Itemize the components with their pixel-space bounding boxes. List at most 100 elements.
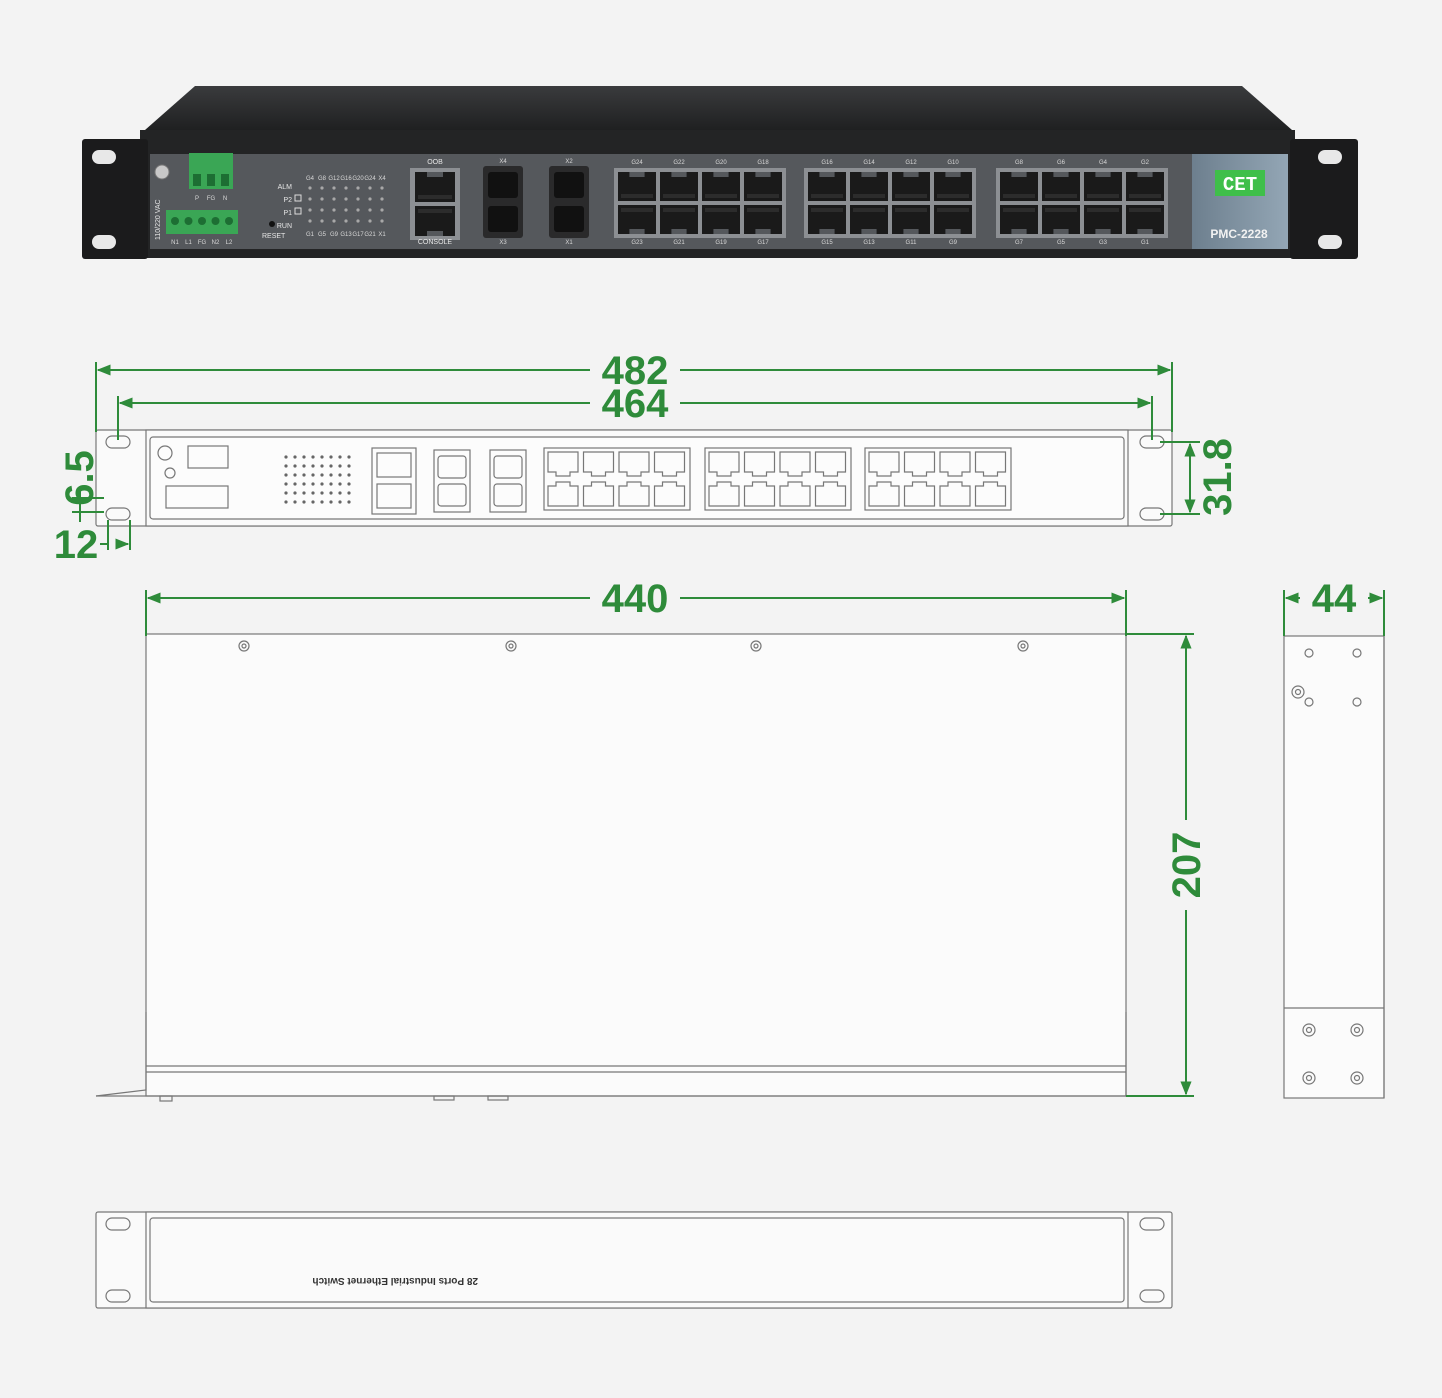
- reset-button[interactable]: [269, 221, 275, 227]
- port-led: [308, 208, 312, 212]
- ethernet-port[interactable]: [1084, 205, 1122, 234]
- ethernet-port[interactable]: [660, 172, 698, 201]
- port-bottom-label: G15: [821, 240, 833, 246]
- led-column-top-label: G8: [318, 176, 327, 182]
- led-column-bottom-label: G1: [306, 232, 315, 238]
- port-led: [380, 208, 384, 212]
- port-top-label: G10: [947, 160, 959, 166]
- ethernet-port[interactable]: [618, 205, 656, 234]
- led-label: RUN: [277, 223, 292, 230]
- terminal-pin: [207, 174, 215, 186]
- ethernet-port[interactable]: [892, 172, 930, 201]
- ethernet-port[interactable]: [850, 172, 888, 201]
- port-led: [380, 186, 384, 190]
- power-terminal-label: L2: [226, 240, 233, 246]
- ethernet-port[interactable]: [660, 205, 698, 234]
- power-terminal-label: N1: [171, 240, 179, 246]
- led-column-top-label: G24: [364, 176, 376, 182]
- sfp-top-label: X4: [499, 159, 507, 165]
- rack-ear-left: [82, 139, 148, 259]
- port-bottom-label: G1: [1141, 240, 1150, 246]
- port-bottom-label: G3: [1099, 240, 1108, 246]
- ethernet-port[interactable]: [1126, 172, 1164, 201]
- ethernet-port[interactable]: [702, 172, 740, 201]
- alarm-terminal-label: P: [195, 196, 199, 202]
- status-led: [294, 207, 302, 215]
- port-led: [332, 186, 336, 190]
- port-top-label: G4: [1099, 160, 1108, 166]
- ethernet-port[interactable]: [744, 172, 782, 201]
- port-led: [344, 219, 348, 223]
- ethernet-port[interactable]: [808, 205, 846, 234]
- sfp-top-label: X2: [565, 159, 573, 165]
- port-bottom-label: G17: [757, 240, 769, 246]
- dim-hole-spacing: 464: [602, 382, 669, 426]
- sfp-slot[interactable]: [554, 172, 584, 198]
- port-led: [308, 197, 312, 201]
- ethernet-port[interactable]: [1042, 172, 1080, 201]
- ethernet-port[interactable]: [892, 205, 930, 234]
- brand-logo: CET: [1223, 174, 1257, 196]
- ethernet-port[interactable]: [702, 205, 740, 234]
- led-column-top-label: G20: [352, 176, 364, 182]
- port-bottom-label: G23: [631, 240, 643, 246]
- power-terminal-label: L1: [185, 240, 192, 246]
- port-top-label: G22: [673, 160, 685, 166]
- led-column-bottom-label: G21: [364, 232, 376, 238]
- sfp-slot[interactable]: [488, 206, 518, 232]
- front-view-drawing: [95, 429, 1173, 527]
- port-bottom-label: G5: [1057, 240, 1066, 246]
- sfp-slot[interactable]: [488, 172, 518, 198]
- port-led: [368, 219, 372, 223]
- sfp-bottom-label: X3: [499, 240, 507, 246]
- oob-port[interactable]: [415, 172, 455, 202]
- ethernet-port[interactable]: [618, 172, 656, 201]
- console-port[interactable]: [415, 206, 455, 236]
- console-label: CONSOLE: [418, 239, 453, 246]
- rear-view-drawing: [95, 1211, 1173, 1309]
- power-label: 110/220 VAC: [155, 199, 162, 240]
- ethernet-port[interactable]: [850, 205, 888, 234]
- port-bottom-label: G19: [715, 240, 727, 246]
- dim-height: 44: [1312, 577, 1357, 621]
- ethernet-port[interactable]: [808, 172, 846, 201]
- power-terminal-label: FG: [198, 240, 207, 246]
- port-led: [344, 186, 348, 190]
- port-led: [380, 219, 384, 223]
- ethernet-port[interactable]: [1000, 205, 1038, 234]
- ethernet-port[interactable]: [1000, 172, 1038, 201]
- led-column-bottom-label: G17: [352, 232, 364, 238]
- port-top-label: G16: [821, 160, 833, 166]
- led-column-top-label: G12: [328, 176, 340, 182]
- port-led: [344, 208, 348, 212]
- port-bottom-label: G9: [949, 240, 958, 246]
- top-view-drawing: [95, 633, 1180, 1102]
- port-top-label: G6: [1057, 160, 1066, 166]
- ethernet-port[interactable]: [1084, 172, 1122, 201]
- port-led: [332, 208, 336, 212]
- dim-hole-offset: 6.5: [58, 450, 102, 506]
- model-name: PMC-2228: [1210, 227, 1268, 241]
- ethernet-port[interactable]: [744, 205, 782, 234]
- terminal-screw: [198, 217, 206, 225]
- sfp-slot[interactable]: [554, 206, 584, 232]
- ethernet-port[interactable]: [1126, 205, 1164, 234]
- ethernet-port[interactable]: [934, 205, 972, 234]
- led-label: ALM: [278, 184, 293, 191]
- terminal-pin: [221, 174, 229, 186]
- side-view-drawing: [1283, 635, 1385, 1099]
- terminal-screw: [211, 217, 220, 225]
- ethernet-port[interactable]: [1042, 205, 1080, 234]
- port-bottom-label: G11: [906, 240, 918, 246]
- port-led: [332, 197, 336, 201]
- oob-label: OOB: [427, 159, 443, 166]
- status-led: [294, 194, 302, 202]
- dim-hole-vertical: 31.8: [1196, 438, 1240, 516]
- rack-ear-right: [1290, 139, 1358, 259]
- dimension-lines: [72, 362, 1385, 1097]
- ethernet-port[interactable]: [934, 172, 972, 201]
- port-led: [308, 219, 312, 223]
- dim-depth: 207: [1165, 832, 1209, 899]
- port-led: [356, 219, 360, 223]
